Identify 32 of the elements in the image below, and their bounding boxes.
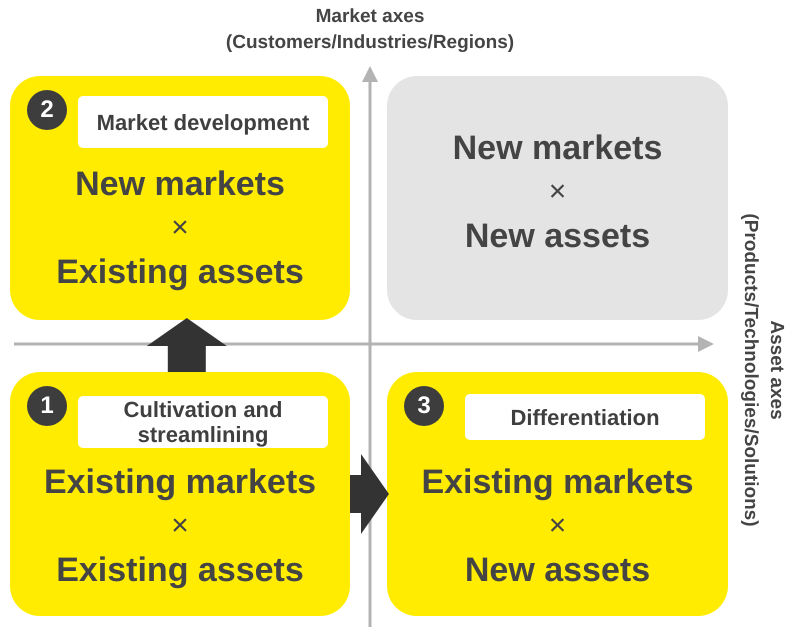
step-number: 2 <box>40 96 54 124</box>
quadrant-text: Existing assets <box>56 252 304 292</box>
quadrant-card <box>387 372 728 616</box>
quadrant-text: Existing assets <box>56 550 304 590</box>
label-card <box>78 96 328 148</box>
label-card <box>465 394 705 440</box>
quadrant-text: New markets <box>452 128 662 168</box>
label-card <box>78 396 328 448</box>
number-badge <box>27 90 67 130</box>
strategy-label: Cultivation and streamlining <box>122 397 284 447</box>
number-badge <box>27 386 67 426</box>
strategy-label: Differentiation <box>510 404 660 430</box>
quadrant-card <box>10 372 350 616</box>
step-number: 1 <box>40 392 54 420</box>
axis-label: Asset axes (Products/Technologies/Solutions) <box>739 212 785 529</box>
quadrant-text: New assets <box>464 550 650 590</box>
times-sign: × <box>548 508 566 544</box>
quadrant-text: Existing markets <box>421 462 694 502</box>
number-badge <box>404 386 444 426</box>
quadrant-text: New assets <box>464 216 650 256</box>
times-sign: × <box>171 210 189 246</box>
quadrant-card <box>10 76 350 320</box>
step-number: 3 <box>417 392 431 420</box>
strategy-label: Market development <box>96 110 310 134</box>
quadrant-text: Existing markets <box>44 462 316 502</box>
quadrant-text: New markets <box>75 164 285 204</box>
block-arrow <box>146 318 227 372</box>
axis-label: Market axes (Customers/Industries/Regions) <box>224 5 516 55</box>
times-sign: × <box>171 508 189 544</box>
times-sign: × <box>548 174 566 210</box>
block-arrow <box>350 454 389 534</box>
quadrant-card <box>387 76 728 320</box>
